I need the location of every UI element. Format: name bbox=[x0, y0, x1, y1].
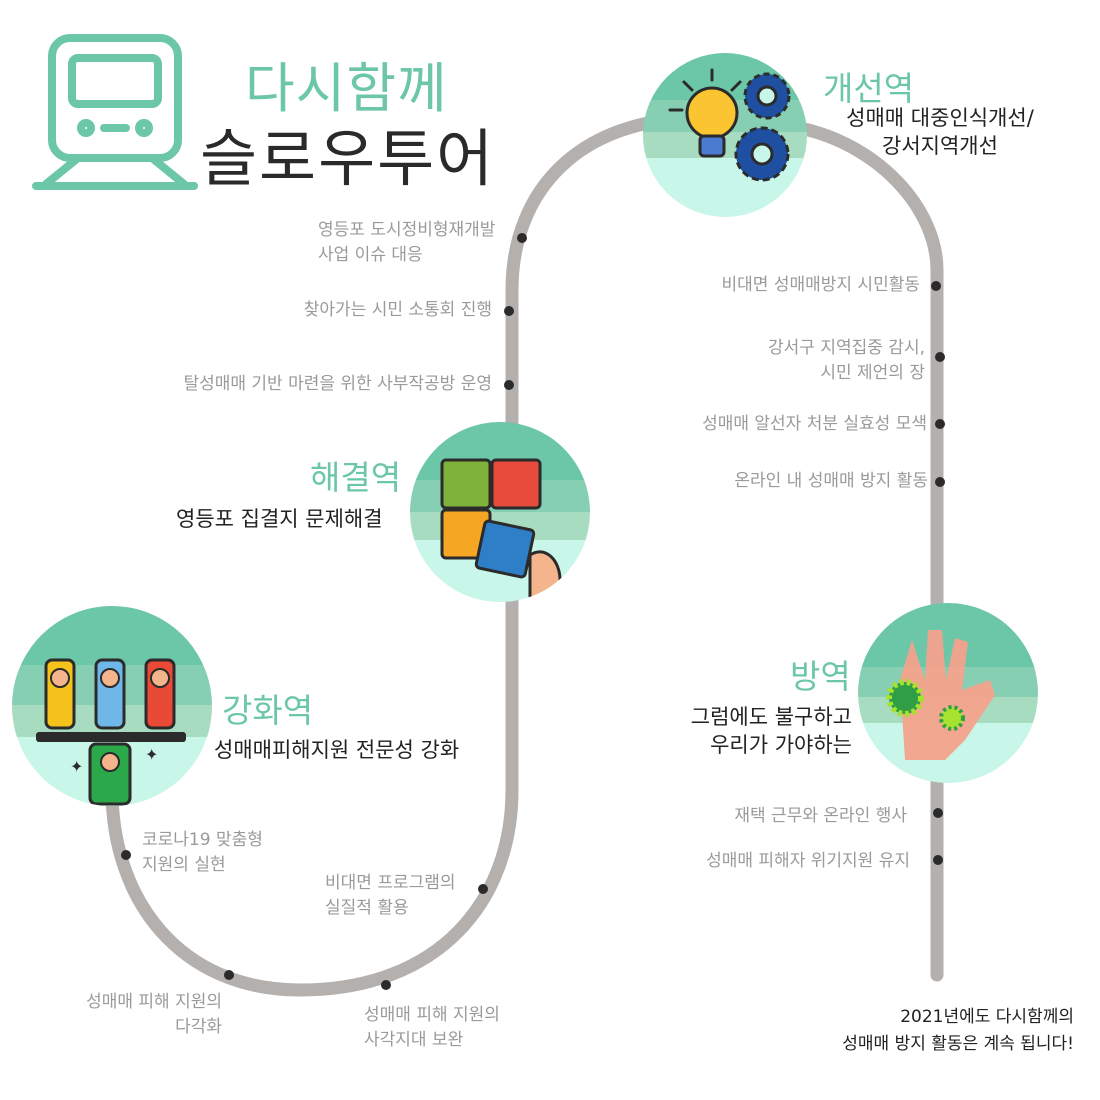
lightbulb-gears-icon bbox=[643, 53, 807, 217]
stop-label: 성매매 피해 지원의 다각화 bbox=[86, 992, 222, 1037]
station-desc-strengthen: 성매매피해지원 전문성 강화 bbox=[214, 738, 460, 762]
stop-dot bbox=[935, 419, 945, 429]
stop-dot bbox=[224, 970, 234, 980]
stop-label: 찾아가는 시민 소통회 진행 bbox=[303, 300, 492, 320]
stop-dot bbox=[121, 850, 131, 860]
station-name-strengthen: 강화역 bbox=[222, 691, 314, 730]
hand-virus-icon bbox=[858, 603, 1038, 783]
stop-label: 탈성매매 기반 마련을 위한 사부작공방 운영 bbox=[183, 374, 492, 394]
stop-label: 영등포 도시정비형재개발 사업 이슈 대응 bbox=[318, 220, 496, 265]
track-line bbox=[105, 111, 944, 997]
stop-dot bbox=[931, 281, 941, 291]
stop-label: 강서구 지역집중 감시, 시민 제언의 장 bbox=[768, 338, 925, 383]
title-line-1: 다시함께 bbox=[245, 57, 448, 120]
puzzle-icon bbox=[410, 422, 590, 602]
footer-message: 2021년에도 다시함께의 성매매 방지 활동은 계속 됩니다! bbox=[842, 1007, 1074, 1055]
station-desc-improve: 성매매 대중인식개선/ 강서지역개선 bbox=[846, 106, 1034, 159]
stop-label: 성매매 알선자 처분 실효성 모색 bbox=[702, 414, 927, 434]
stop-dot bbox=[381, 980, 391, 990]
stop-dot bbox=[935, 352, 945, 362]
stop-dot bbox=[517, 233, 527, 243]
svg-text:✦: ✦ bbox=[70, 757, 83, 776]
stop-dot bbox=[478, 884, 488, 894]
stop-dot bbox=[933, 808, 943, 818]
stop-label: 비대면 프로그램의 실질적 활용 bbox=[325, 873, 456, 918]
stop-label: 성매매 피해자 위기지원 유지 bbox=[706, 851, 910, 871]
station-name-defense: 방역 bbox=[790, 657, 851, 696]
station-desc-solve: 영등포 집결지 문제해결 bbox=[176, 507, 383, 531]
station-name-improve: 개선역 bbox=[823, 69, 915, 108]
stop-label: 코로나19 맞춤형 지원의 실현 bbox=[142, 830, 263, 875]
station-desc-defense: 그럼에도 불구하고 우리가 가야하는 bbox=[690, 705, 852, 758]
stop-dot bbox=[504, 380, 514, 390]
stop-label: 성매매 피해 지원의 사각지대 보완 bbox=[364, 1005, 500, 1050]
stop-label: 비대면 성매매방지 시민활동 bbox=[721, 275, 921, 295]
stop-dot bbox=[935, 477, 945, 487]
stop-label: 온라인 내 성매매 방지 활동 bbox=[734, 471, 928, 491]
svg-text:✦: ✦ bbox=[145, 745, 158, 764]
raised-hands-icon: ✦ ✦ bbox=[12, 606, 212, 806]
train-icon bbox=[32, 34, 198, 190]
stop-dot bbox=[933, 855, 943, 865]
title-line-2: 슬로우투어 bbox=[200, 122, 496, 195]
stop-dot bbox=[504, 306, 514, 316]
station-name-solve: 해결역 bbox=[310, 458, 402, 497]
stop-label: 재택 근무와 온라인 행사 bbox=[734, 806, 907, 826]
